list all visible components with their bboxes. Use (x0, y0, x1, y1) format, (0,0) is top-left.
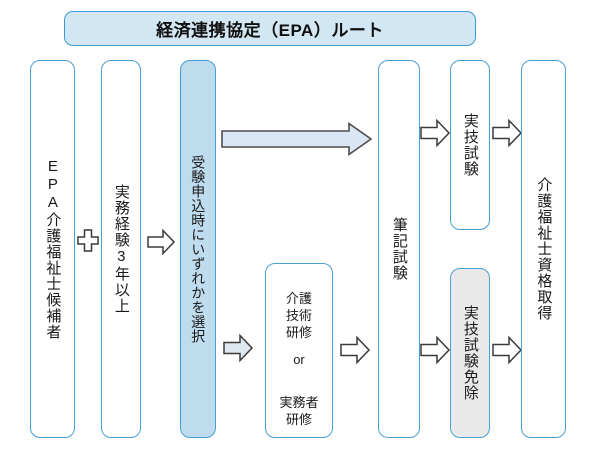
arrow-right-icon-experience-to-choose (146, 228, 176, 256)
plus-icon (76, 228, 100, 254)
node-work-experience: 実務経験3年以上 (101, 60, 141, 438)
node-training-choice-or: or (293, 351, 305, 367)
node-practical-exam-label: 実技試験 (461, 113, 479, 177)
node-certification-obtained-label: 介護福祉士資格取得 (535, 177, 553, 321)
arrow-right-icon-written-to-exempt (419, 335, 451, 365)
node-select-at-application: 受験申込時にいずれかを選択 (180, 60, 216, 438)
node-training-choice-option2: 実務者 研修 (279, 394, 319, 427)
node-certification-obtained: 介護福祉士資格取得 (521, 60, 566, 438)
node-work-experience-label: 実務経験3年以上 (112, 184, 130, 314)
arrow-long-right-icon-direct-to-written (221, 121, 373, 157)
arrow-right-icon-practical-to-result (491, 118, 523, 148)
node-training-choice-body: 介護 技術 研修 or 実務者 研修 (275, 273, 322, 428)
node-practical-exam-exemption: 実技試験免除 (450, 268, 490, 438)
arrow-right-icon-choose-to-training (222, 333, 254, 363)
node-written-exam-label: 筆記試験 (390, 217, 408, 281)
node-select-at-application-label: 受験申込時にいずれかを選択 (190, 154, 207, 344)
node-practical-exam: 実技試験 (450, 60, 490, 230)
arrow-right-icon-exempt-to-result (491, 335, 523, 365)
node-practical-exam-exemption-label: 実技試験免除 (461, 305, 479, 401)
node-epa-candidate-label: EPA介護福祉士候補者 (44, 158, 62, 340)
node-epa-candidate: EPA介護福祉士候補者 (30, 60, 75, 438)
page-title: 経済連携協定（EPA）ルート (156, 21, 384, 40)
arrow-right-icon-written-to-practical (419, 118, 451, 148)
diagram-title-banner: 経済連携協定（EPA）ルート (64, 11, 476, 46)
arrow-right-icon-training-to-written (339, 335, 371, 365)
node-written-exam: 筆記試験 (378, 60, 420, 438)
node-training-choice-option1: 介護 技術 研修 (285, 291, 312, 341)
node-training-choice: 介護 技術 研修 or 実務者 研修 (265, 263, 333, 438)
